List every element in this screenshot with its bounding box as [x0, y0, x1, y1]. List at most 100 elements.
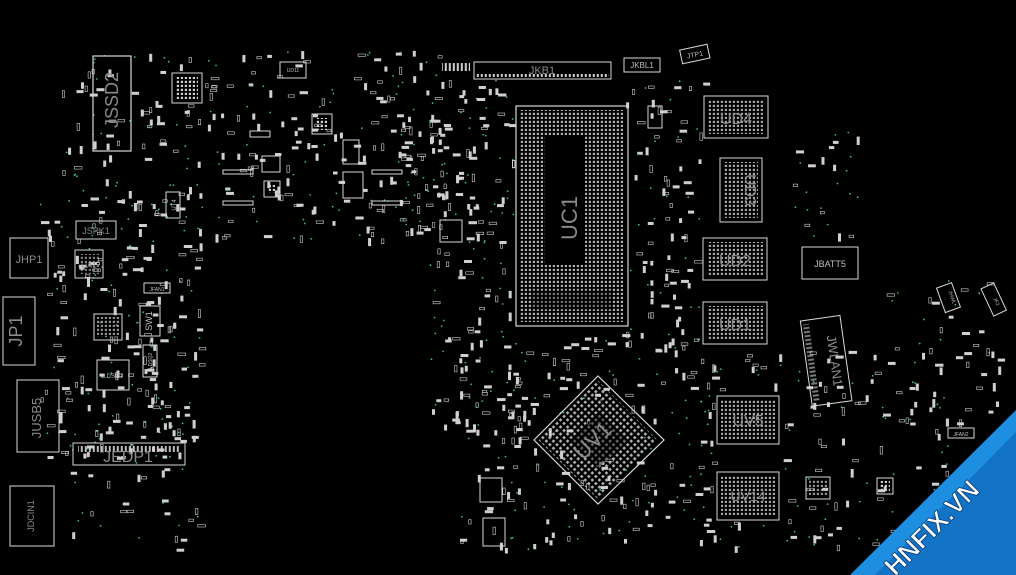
- component-ud4[interactable]: UD4: [703, 95, 769, 139]
- via: [434, 403, 437, 406]
- smd-part: [315, 153, 319, 161]
- via: [700, 400, 703, 403]
- smd-part: [710, 440, 714, 447]
- smd-part: [145, 389, 149, 397]
- component-jkbl1[interactable]: JKBL1: [623, 57, 661, 73]
- smd-part: [401, 157, 409, 161]
- smd-part: [846, 500, 850, 508]
- component-u-small-right[interactable]: [479, 105, 894, 547]
- smd-part: [159, 142, 168, 146]
- smd-part: [637, 383, 645, 387]
- smd-part: [530, 402, 539, 406]
- via: [400, 133, 403, 136]
- via: [511, 118, 514, 120]
- component-jhwl[interactable]: JHWL: [935, 282, 962, 314]
- component-uv14[interactable]: UV14: [716, 471, 780, 521]
- component-jtp1[interactable]: JTP1: [679, 43, 711, 65]
- smd-part: [478, 317, 482, 326]
- component-ud3[interactable]: UD3: [719, 157, 763, 223]
- component-jspk1[interactable]: JSPK1: [75, 220, 117, 240]
- via: [654, 140, 656, 143]
- component-ub2[interactable]: [93, 313, 123, 341]
- via: [215, 64, 217, 67]
- component-jfan1[interactable]: JFAN1: [143, 282, 171, 294]
- component-uc1-cpu[interactable]: UC1: [515, 105, 629, 327]
- smd-part: [442, 196, 447, 200]
- smd-part: [465, 418, 469, 428]
- component-ua1[interactable]: UA1: [74, 249, 104, 279]
- smd-part: [432, 222, 436, 228]
- smd-part: [102, 389, 106, 398]
- component-jfan2[interactable]: JFAN2: [947, 427, 975, 439]
- label-jf2: JF2: [991, 297, 1000, 307]
- via: [914, 382, 917, 384]
- component-ut4[interactable]: UT4: [165, 191, 181, 219]
- via: [688, 443, 691, 446]
- smd-part: [458, 171, 465, 175]
- via: [74, 433, 77, 436]
- smd-part: [623, 538, 627, 544]
- component-bga-small-top[interactable]: [171, 72, 203, 104]
- smd-part: [338, 180, 346, 184]
- smd-part: [176, 204, 180, 212]
- component-jf2[interactable]: JF2: [980, 282, 1008, 317]
- component-jusb5[interactable]: JUSB5: [16, 379, 60, 453]
- component-jssd2[interactable]: JSSD2: [92, 55, 132, 152]
- smd-part: [488, 88, 492, 96]
- via: [66, 236, 69, 239]
- component-uv2[interactable]: [805, 476, 831, 500]
- component-ldsq1[interactable]: LDSQ1: [96, 359, 130, 391]
- label-jfan2: JFAN2: [953, 432, 968, 438]
- smd-part: [74, 166, 83, 170]
- via: [173, 389, 176, 392]
- component-jbatt5[interactable]: JBATT5: [801, 246, 859, 280]
- smd-part: [379, 180, 383, 188]
- via: [127, 314, 130, 317]
- via: [138, 537, 141, 539]
- smd-part: [514, 385, 521, 389]
- smd-part: [61, 90, 65, 98]
- smd-part: [478, 86, 486, 90]
- via: [813, 235, 815, 237]
- smd-part: [679, 129, 688, 133]
- smd-part: [475, 359, 481, 363]
- component-uv5[interactable]: UV5: [716, 395, 780, 445]
- component-jedp1[interactable]: JEDP1: [72, 442, 186, 466]
- component-jhp1[interactable]: JHP1: [9, 237, 49, 279]
- via: [135, 462, 138, 464]
- smd-part: [534, 448, 538, 456]
- smd-part: [443, 146, 450, 150]
- smd-part: [682, 372, 686, 381]
- smd-part: [699, 539, 703, 547]
- component-jdcin1[interactable]: JDCIN1: [9, 485, 55, 547]
- component-jp1[interactable]: JP1: [2, 296, 36, 366]
- via: [209, 110, 212, 113]
- component-uv1-gpu[interactable]: UV1: [533, 375, 665, 505]
- component-jwlan1[interactable]: JWLAN1: [799, 314, 853, 407]
- smd-part: [46, 424, 56, 428]
- smd-part: [70, 471, 78, 475]
- via: [110, 361, 113, 364]
- via: [762, 524, 765, 527]
- via: [939, 406, 941, 409]
- component-qfn-chips[interactable]: [261, 113, 463, 243]
- via: [402, 218, 405, 221]
- component-ud1[interactable]: UD1: [702, 301, 768, 345]
- smd-part: [297, 127, 304, 131]
- smd-part: [495, 295, 499, 303]
- component-jkb1[interactable]: JKB1: [473, 61, 612, 80]
- smd-part: [162, 499, 169, 503]
- component-ldsq2[interactable]: LDSQ2: [142, 344, 158, 378]
- smd-part: [694, 260, 703, 264]
- smd-part: [299, 91, 308, 95]
- smd-part: [502, 438, 506, 444]
- component-sw1[interactable]: SW1: [139, 305, 161, 337]
- component-ud2[interactable]: UD2: [702, 237, 768, 281]
- via: [805, 191, 808, 194]
- component-ud11[interactable]: UD11: [279, 61, 307, 79]
- smd-part: [632, 89, 636, 95]
- smd-part: [117, 140, 121, 146]
- smd-part: [391, 181, 397, 185]
- via: [190, 289, 193, 292]
- label-jhp1: JHP1: [16, 254, 43, 266]
